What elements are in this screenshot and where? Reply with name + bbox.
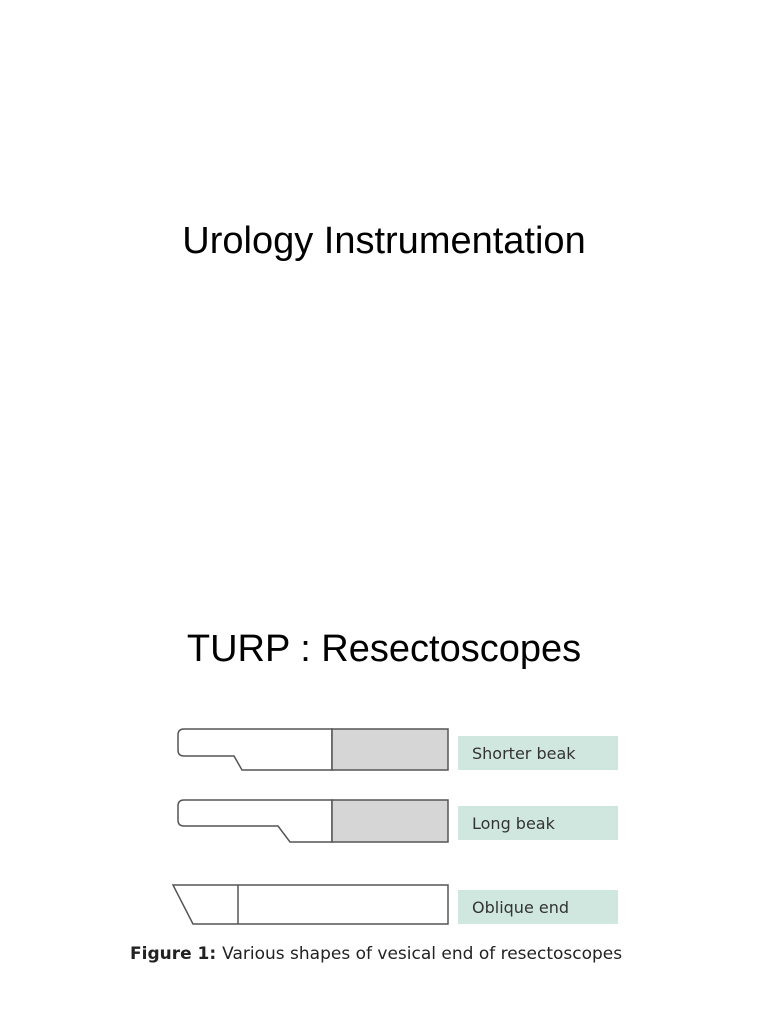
figure-caption: Figure 1:Various shapes of vesical end o… bbox=[130, 944, 622, 964]
figure-caption-number: Figure 1: bbox=[130, 944, 217, 964]
slide-title-urology-instrumentation: Urology Instrumentation bbox=[182, 220, 586, 262]
resectoscope-diagram bbox=[171, 728, 449, 925]
figure-caption-text: Various shapes of vesical end of resecto… bbox=[222, 944, 623, 964]
shorter-beak-tip bbox=[177, 728, 333, 771]
label-oblique-end: Oblique end bbox=[458, 890, 618, 924]
long-beak-drawing bbox=[177, 799, 449, 843]
long-beak-sheath bbox=[331, 799, 449, 843]
shorter-beak-drawing bbox=[177, 728, 449, 771]
oblique-end-shape bbox=[171, 884, 449, 925]
resectoscope-figure: Shorter beak Long beak Oblique end Figur… bbox=[120, 712, 680, 982]
oblique-end-drawing bbox=[171, 884, 449, 925]
label-shorter-beak: Shorter beak bbox=[458, 736, 618, 770]
slide-title-turp-resectoscopes: TURP : Resectoscopes bbox=[186, 628, 582, 670]
shorter-beak-sheath bbox=[331, 728, 449, 771]
long-beak-tip bbox=[177, 799, 333, 843]
label-long-beak: Long beak bbox=[458, 806, 618, 840]
